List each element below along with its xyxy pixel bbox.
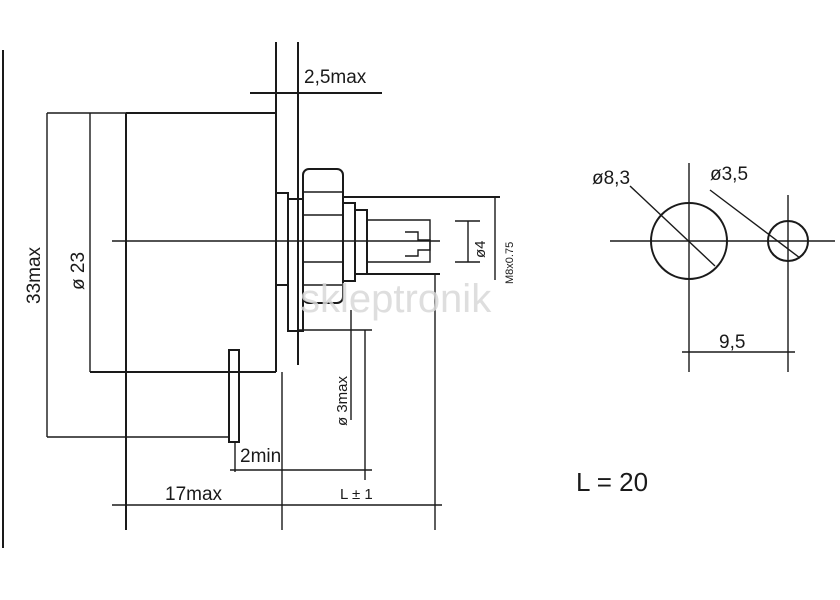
label-95: 9,5: [719, 332, 745, 353]
label-d23: ø 23: [68, 252, 89, 290]
shaft-slot: [405, 231, 431, 257]
label-2min: 2min: [240, 446, 281, 467]
small-hole: [767, 220, 809, 262]
terminal-pin: [228, 349, 240, 443]
washer: [342, 202, 356, 282]
label-33max: 33max: [24, 246, 45, 304]
label-d4: ø4: [472, 240, 489, 258]
label-thread: M8x0.75: [504, 242, 516, 284]
leader-d83: [629, 185, 716, 267]
label-L20: L = 20: [576, 467, 648, 497]
bushing-front: [275, 192, 289, 286]
label-25max: 2,5max: [304, 67, 367, 88]
watermark: skleptronik: [300, 277, 492, 321]
shaft-collar: [354, 209, 368, 275]
side-view: [46, 42, 500, 530]
label-3max: ø 3max: [334, 375, 351, 426]
label-L: L ± 1: [340, 486, 373, 503]
label-17max: 17max: [165, 484, 223, 505]
leader-d35: [709, 189, 801, 259]
large-hole: [650, 202, 728, 280]
label-d35: ø3,5: [710, 164, 748, 185]
label-d83: ø8,3: [592, 168, 630, 189]
end-view: [610, 163, 835, 372]
